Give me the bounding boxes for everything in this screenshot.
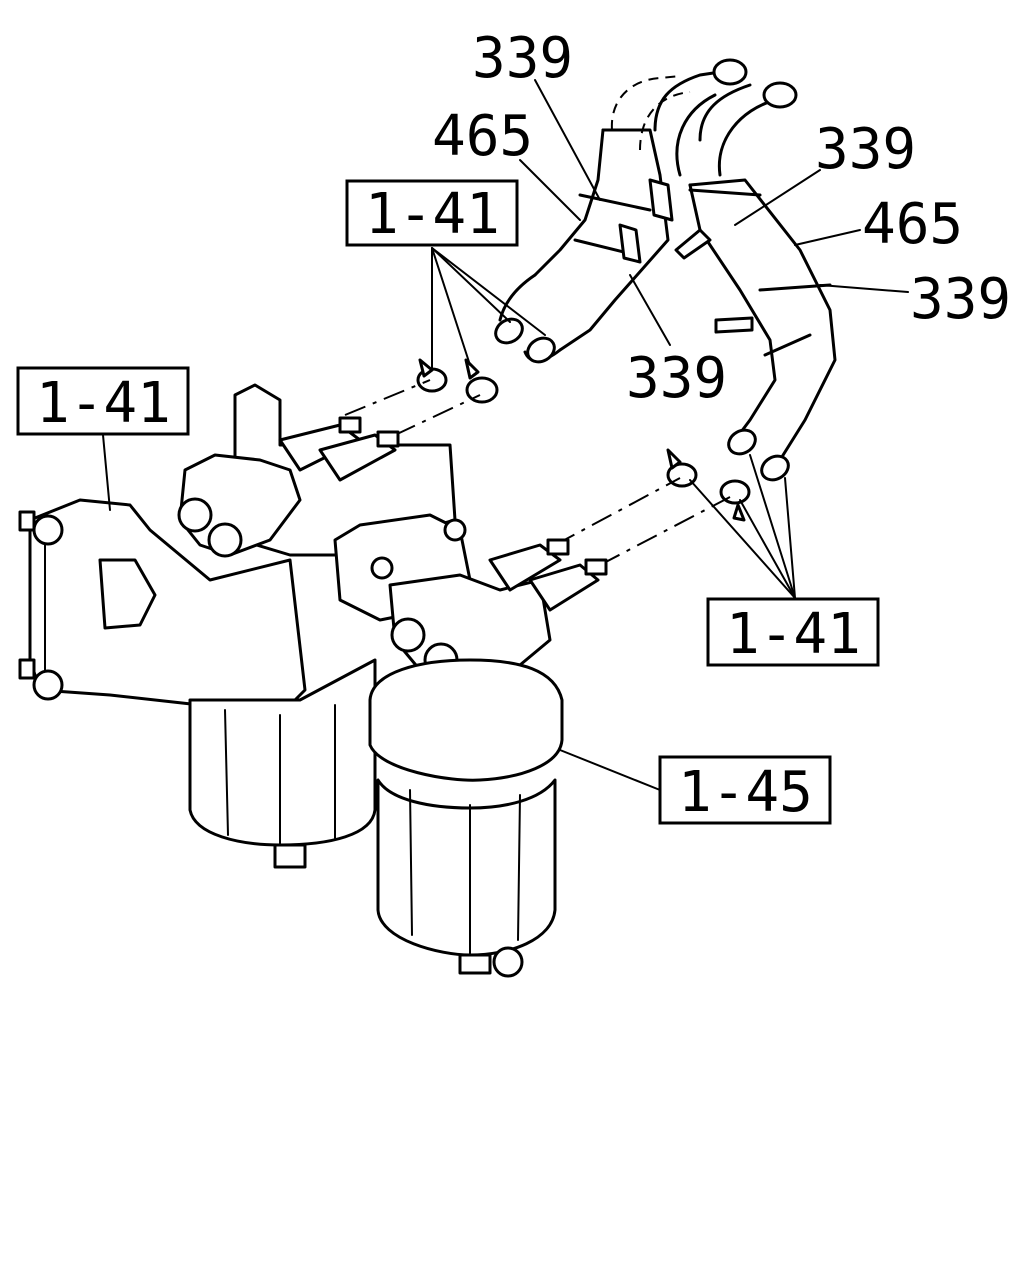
hose-bundle-left [494,75,691,364]
callout-labels: 339 465 339 465 339 339 [432,26,1011,411]
leader-lines [102,79,909,791]
assembly-center-lines [344,379,731,566]
callout-465-left: 465 [432,104,533,169]
filter-head-rear [177,383,457,558]
callout-339-center: 339 [626,346,727,411]
ref-box-filter [658,755,832,825]
ref-1-41-bracket: 1-41 [36,371,171,436]
ref-box-bracket [16,366,190,436]
ref-box-lower [706,597,880,667]
callout-339-right-lower: 339 [910,267,1011,332]
mounting-bracket [18,498,307,717]
reference-boxes: 1-41 1-41 1-41 1-45 [16,179,880,825]
callout-339-right-upper: 339 [815,117,916,182]
filter-bowl-front [368,658,564,978]
hose-bundle-right [653,58,837,482]
callout-465-right: 465 [862,192,963,257]
ref-1-41-upper: 1-41 [365,182,500,247]
ref-1-45-filter: 1-45 [678,760,813,825]
filter-bowl-rear [188,658,377,869]
ref-1-41-lower: 1-41 [726,602,861,667]
ref-box-upper [345,179,519,247]
callout-339-top: 339 [472,26,573,91]
